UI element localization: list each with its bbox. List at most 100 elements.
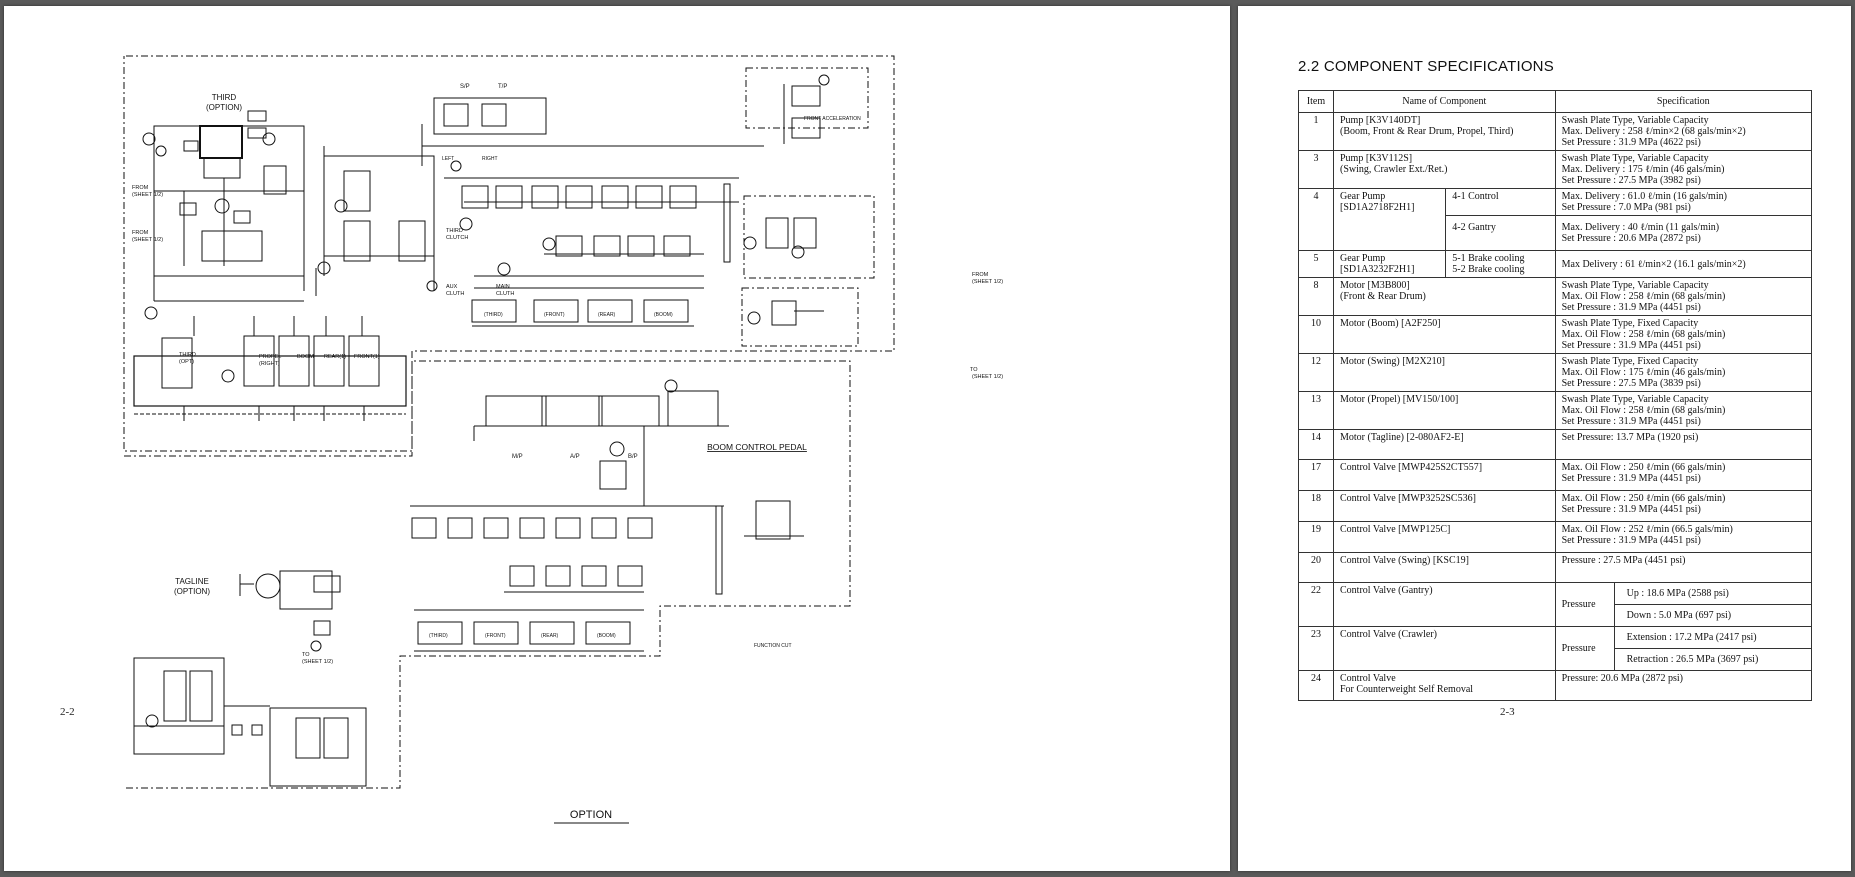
text-line: Max. Oil Flow : 250 ℓ/min (66 gals/min): [1561, 462, 1726, 473]
cell-item: 19: [1298, 521, 1334, 553]
table-row: 4-2 Gantry Max. Delivery : 40 ℓ/min (11 …: [1299, 215, 1813, 251]
text-line: Control Valve (Crawler): [1340, 629, 1438, 640]
table-header-row: Item Name of Component Specification: [1298, 90, 1813, 113]
sub-value: : 17.2 MPa (2417 psi): [1669, 632, 1757, 643]
page-title: 2.2 COMPONENT SPECIFICATIONS: [1298, 58, 1554, 75]
control-valve-17: [133, 306, 407, 421]
right-mid-valves: [765, 217, 824, 326]
cell-item: 10: [1298, 315, 1334, 354]
cell-name: Gear Pump[SD1A3232F2H1]: [1332, 250, 1447, 278]
text-line: Max. Oil Flow : 175 ℓ/min (46 gals/min): [1561, 367, 1726, 378]
label-boom: BOOM: [297, 354, 314, 360]
text-line: (Boom, Front & Rear Drum, Propel, Third): [1340, 126, 1514, 137]
cell-name: Control Valve (Crawler): [1333, 626, 1556, 671]
label-from-2: FROM: [132, 230, 149, 236]
label-right: RIGHT: [482, 156, 498, 162]
label-third-clutch: THIRD: [446, 228, 463, 234]
label-lower-valve-boom: (BOOM): [597, 633, 616, 639]
label-lower-valve-front: (FRONT): [485, 633, 506, 639]
cell-name: Motor [M3B800](Front & Rear Drum): [1333, 277, 1556, 316]
label-to: TO: [302, 652, 310, 658]
table-row: 5 Gear Pump[SD1A3232F2H1] 5-1 Brake cool…: [1298, 250, 1813, 278]
text-line: Control Valve (Swing) [KSC19]: [1340, 555, 1469, 566]
label-to-right: TO: [970, 367, 978, 373]
upper-pilot-section: [421, 74, 830, 327]
cell-spec: Max. Oil Flow : 250 ℓ/min (66 gals/min)S…: [1554, 490, 1813, 522]
hydraulic-schematic: THIRD (OPTION) TAGLINE (OPTION) BOOM CON…: [123, 55, 1003, 824]
table-row: 10 Motor (Boom) [A2F250] Swash Plate Typ…: [1298, 315, 1813, 354]
cell-sub-value: Down : 5.0 MPa (697 psi): [1613, 604, 1813, 627]
table-row: 1 Pump [K3V140DT](Boom, Front & Rear Dru…: [1298, 112, 1813, 151]
cell-spec: Max. Delivery : 40 ℓ/min (11 gals/min)Se…: [1554, 215, 1813, 251]
clutch-block: [315, 146, 438, 296]
label-from-1: FROM: [132, 185, 149, 191]
tagline-section: [133, 570, 367, 787]
table-row: 19 Control Valve [MWP125C] Max. Oil Flow…: [1298, 521, 1813, 553]
text-line: Set Pressure : 31.9 MPa (4451 psi): [1561, 473, 1701, 484]
cell-item: 4: [1298, 188, 1334, 251]
text-line: For Counterweight Self Removal: [1340, 684, 1474, 695]
cell-name: Pump [K3V140DT](Boom, Front & Rear Drum,…: [1333, 112, 1556, 151]
text-line: Set Pressure : 31.9 MPa (4451 psi): [1561, 340, 1701, 351]
lower-solenoid-row: [411, 517, 653, 539]
text-line: Set Pressure : 27.5 MPa (3839 psi): [1561, 378, 1701, 389]
cell-name: Motor (Swing) [M2X210]: [1333, 353, 1556, 392]
text-line: Set Pressure : 31.9 MPa (4451 psi): [1561, 535, 1701, 546]
text-line: Swash Plate Type, Fixed Capacity: [1561, 318, 1699, 329]
cell-name: Control Valve [MWP425S2CT557]: [1333, 459, 1556, 491]
solenoid-row: [461, 185, 697, 209]
table-row: 13 Motor (Propel) [MV150/100] Swash Plat…: [1298, 391, 1813, 430]
label-valve-boom: (BOOM): [654, 312, 673, 318]
label-valve-rear: (REAR): [598, 312, 616, 318]
label-third: THIRD: [212, 93, 237, 102]
label-boom-control-pedal: BOOM CONTROL PEDAL: [707, 442, 807, 452]
text-line: (Swing, Crawler Ext./Ret.): [1340, 164, 1448, 175]
table-row: 8 Motor [M3B800](Front & Rear Drum) Swas…: [1298, 277, 1813, 316]
cell-name: Control Valve (Gantry): [1333, 582, 1556, 627]
label-t-p: T/P: [498, 84, 507, 90]
cell-item: 24: [1298, 670, 1334, 701]
label-main-cluth-2: CLUTH: [496, 291, 514, 297]
label-to-sheet-right: (SHEET 1/2): [972, 374, 1003, 380]
text-line: (Front & Rear Drum): [1340, 291, 1426, 302]
lower-solenoid-row-2: [509, 565, 643, 587]
label-third-opt: THIRD: [179, 352, 196, 358]
text-line: Max. Oil Flow : 252 ℓ/min (66.5 gals/min…: [1561, 524, 1733, 535]
sub-label: Down: [1626, 610, 1652, 621]
text-line: Set Pressure : 31.9 MPa (4622 psi): [1561, 137, 1701, 148]
cell-sub-value: Up : 18.6 MPa (2588 psi): [1613, 582, 1813, 605]
cell-name: Control Valve [MWP125C]: [1333, 521, 1556, 553]
text-line: Max. Delivery : 40 ℓ/min (11 gals/min): [1561, 222, 1720, 233]
text-line: Max. Oil Flow : 258 ℓ/min (68 gals/min): [1561, 405, 1726, 416]
label-from-sheet-1: (SHEET 1/2): [132, 192, 163, 198]
text-line: Control Valve [MWP125C]: [1340, 524, 1451, 535]
label-tagline-option: (OPTION): [174, 587, 210, 596]
label-front: FRONT(1): [354, 354, 380, 360]
label-s-p: S/P: [460, 84, 470, 90]
text-line: Gear Pump: [1340, 253, 1386, 264]
schematic-labels: THIRD (OPTION) TAGLINE (OPTION) BOOM CON…: [132, 84, 1003, 824]
label-from-right: FROM: [972, 272, 989, 278]
table-row: 12 Motor (Swing) [M2X210] Swash Plate Ty…: [1298, 353, 1813, 392]
text-line: Swash Plate Type, Variable Capacity: [1561, 394, 1709, 405]
label-from-sheet-2: (SHEET 1/2): [132, 237, 163, 243]
text-line: Pressure : 27.5 MPa (4451 psi): [1561, 555, 1686, 566]
cell-item: 13: [1298, 391, 1334, 430]
text-line: Motor (Boom) [A2F250]: [1340, 318, 1441, 329]
boom-pedal-section: [410, 379, 804, 652]
text-line: Max. Oil Flow : 258 ℓ/min (68 gals/min): [1561, 291, 1726, 302]
text-line: Swash Plate Type, Fixed Capacity: [1561, 356, 1699, 367]
label-b-p: B/P: [628, 454, 638, 460]
lower-valve-bank: [414, 621, 644, 652]
label-main-cluth: MAIN: [496, 284, 510, 290]
text-line: Max. Oil Flow : 250 ℓ/min (66 gals/min): [1561, 493, 1726, 504]
cell-sub-value: Extension : 17.2 MPa (2417 psi): [1613, 626, 1813, 649]
header-item: Item: [1298, 90, 1334, 113]
text-line: Control Valve [MWP3252SC536]: [1340, 493, 1476, 504]
solenoid-row-2: [555, 235, 691, 257]
